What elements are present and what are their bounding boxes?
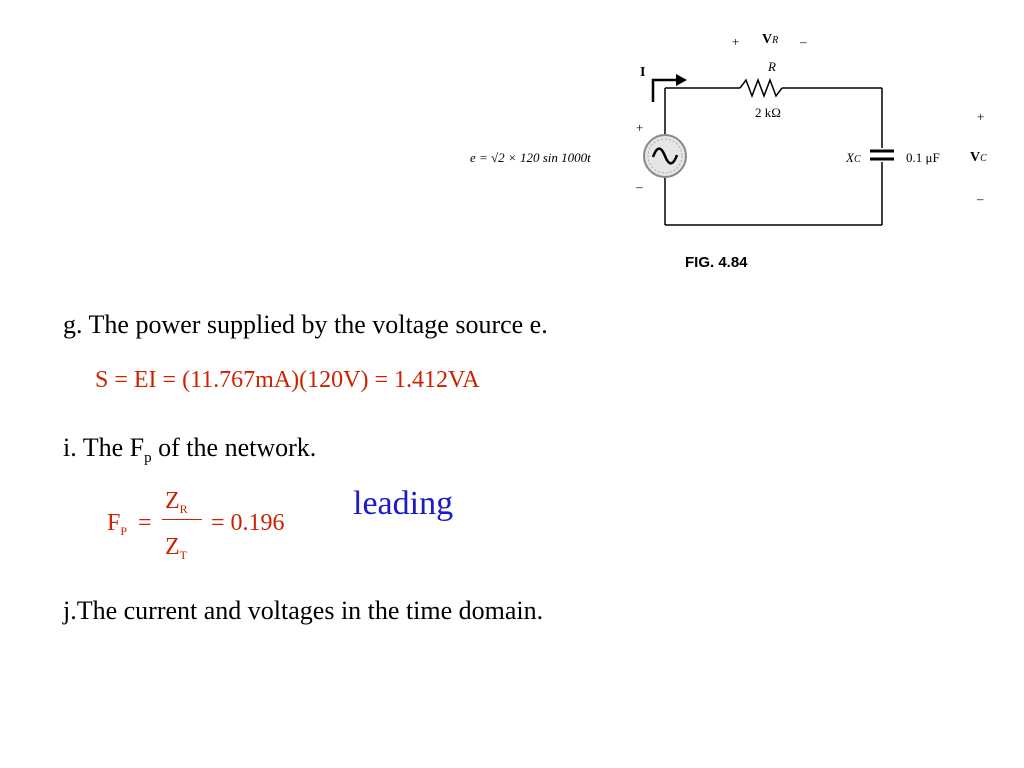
circuit-diagram [643, 74, 894, 226]
resistor-name: R [768, 59, 776, 74]
leading-label: leading [353, 485, 454, 522]
fp-equals: = [138, 510, 152, 536]
current-arrow-icon [651, 78, 678, 102]
cap-name: XC [846, 150, 861, 165]
fp-result: = 0.196 [211, 510, 285, 536]
resistor-value: 2 kΩ [755, 105, 781, 120]
fp-lhs: FP [107, 510, 128, 538]
circuit-figure: I + VR – R 2 kΩ + – e = √2 × 120 sin 100… [460, 20, 1000, 280]
fp-numerator: ZR [165, 488, 188, 516]
fp-denominator: ZT [165, 534, 188, 562]
vr-minus: – [800, 34, 807, 49]
fraction-bar [162, 519, 202, 520]
vc-plus: + [977, 109, 985, 124]
item-j-text: j.The current and voltages in the time d… [63, 596, 544, 625]
source-plus: + [636, 120, 644, 135]
item-i-text: i. The Fp of the network. [63, 433, 317, 466]
item-g-equation: S = EI = (11.767mA)(120V) = 1.412VA [95, 367, 480, 393]
figure-caption: FIG. 4.84 [685, 254, 748, 271]
vc-label: VC [970, 150, 987, 165]
resistor-symbol [739, 77, 783, 99]
vr-plus: + [732, 34, 740, 49]
current-label: I [640, 65, 646, 80]
cap-value: 0.1 μF [906, 150, 940, 165]
source-equation: e = √2 × 120 sin 1000t [470, 150, 591, 165]
vr-label: VR [762, 32, 779, 47]
source-minus: – [636, 179, 643, 194]
vc-minus: – [977, 191, 984, 206]
item-g-text: g. The power supplied by the voltage sou… [63, 310, 548, 339]
sine-wave-icon [651, 147, 679, 165]
